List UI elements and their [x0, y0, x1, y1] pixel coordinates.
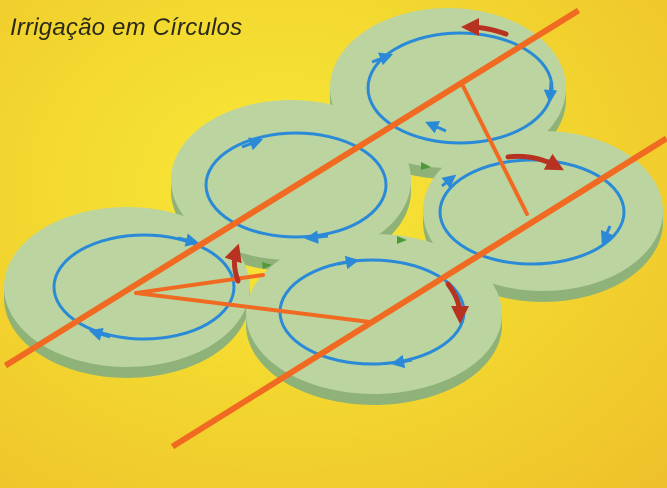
- clockwise-flow-arrow-icon: [543, 81, 558, 104]
- clockwise-flow-arrow-icon: [337, 255, 360, 270]
- clockwise-flow-arrow-icon: [88, 327, 111, 341]
- rotation-direction-arrow-icon: [445, 281, 469, 324]
- clockwise-flow-arrow-icon: [177, 233, 200, 247]
- sprinkler-circle-4: [52, 233, 236, 341]
- rotation-direction-arrow-icon: [224, 243, 242, 284]
- flow-arrows: [88, 52, 614, 369]
- clockwise-flow-arrow-icon: [425, 121, 447, 134]
- main-pipe-upper: [3, 7, 581, 369]
- clockwise-flow-arrow-icon: [371, 52, 394, 66]
- rotation-direction-arrow-icon: [505, 153, 564, 171]
- main-pipes: [3, 7, 667, 450]
- gap-triangle: [397, 236, 407, 244]
- rotation-direction-arrow-icon: [461, 18, 509, 37]
- clockwise-flow-arrow-icon: [390, 354, 413, 369]
- field-gaps: [262, 162, 431, 269]
- clockwise-flow-arrow-icon: [304, 230, 329, 244]
- lateral-pipes: [134, 84, 529, 324]
- main-pipe-lower: [170, 135, 667, 450]
- page-title: Irrigação em Círculos: [10, 14, 243, 41]
- clockwise-flow-arrow-icon: [241, 137, 264, 151]
- lateral-pipe: [134, 291, 372, 324]
- clockwise-flow-arrow-icon: [441, 174, 457, 189]
- lateral-pipe: [461, 84, 529, 216]
- sprinkler-circle-2: [204, 131, 388, 239]
- rotation-arrows: [224, 18, 564, 324]
- gap-triangle: [262, 262, 272, 269]
- clockwise-flow-arrow-icon: [600, 225, 614, 245]
- lateral-pipe: [134, 273, 265, 295]
- gap-triangle: [421, 162, 431, 170]
